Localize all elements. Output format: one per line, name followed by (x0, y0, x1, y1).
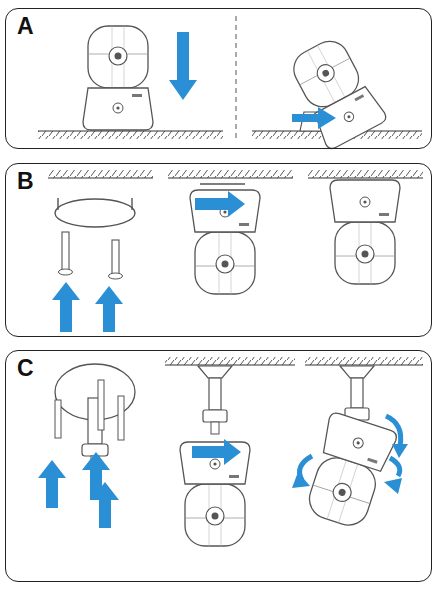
step-letter: C (17, 357, 34, 380)
step-letter: B (17, 170, 34, 193)
step-panel: C (5, 350, 432, 582)
panel-b-art (48, 170, 423, 332)
panel-a-art (38, 16, 422, 151)
step-panel: B (5, 163, 432, 337)
step-panel: A (5, 8, 432, 149)
step-letter: A (17, 15, 34, 38)
panel-c-art (38, 357, 423, 546)
